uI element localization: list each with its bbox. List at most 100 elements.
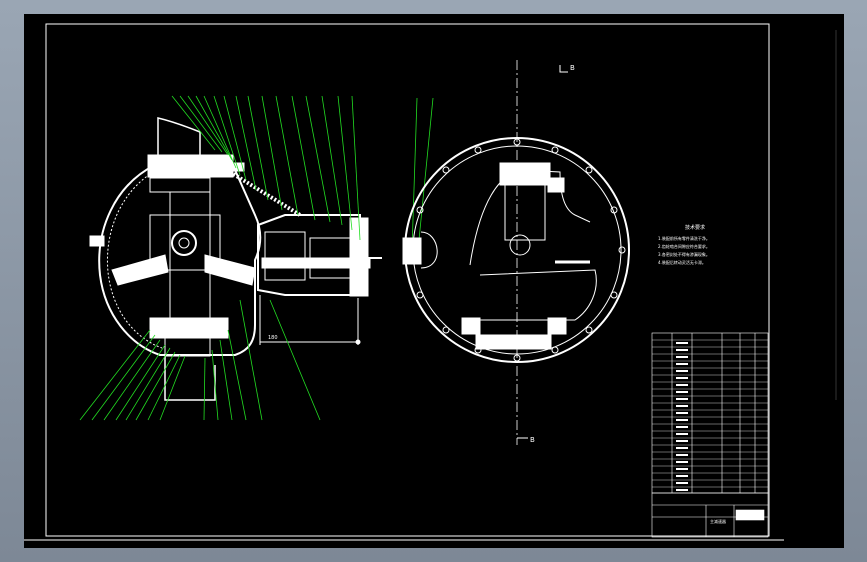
parts-table-frame	[651, 332, 769, 494]
housing-inner	[106, 167, 163, 349]
bolt-hole	[442, 326, 450, 334]
table-cell-mark	[676, 370, 688, 372]
lower-bearing	[164, 337, 211, 357]
section-marker-top: B	[570, 64, 575, 72]
top-right-lug	[547, 177, 565, 193]
leader-line	[305, 95, 331, 223]
table-cell-mark	[676, 461, 688, 463]
leader-line	[261, 95, 283, 211]
title-block	[651, 492, 769, 538]
upper-shaft	[157, 117, 201, 161]
dim-label: 180	[268, 335, 278, 341]
section-arrow-top	[559, 65, 568, 73]
parts-list	[651, 332, 769, 494]
bolt-hole	[551, 146, 559, 154]
table-cell-mark	[676, 391, 688, 393]
drawing-border	[45, 23, 770, 537]
title-stamp	[735, 509, 765, 521]
diff-pin	[178, 237, 190, 249]
leader-line	[115, 344, 166, 421]
tech-note: 4.装配后转动灵活无卡滞。	[658, 259, 706, 265]
leader-line	[227, 329, 247, 421]
table-cell-mark	[676, 419, 688, 421]
bolt-hole	[416, 206, 424, 214]
leader-line	[179, 95, 223, 153]
bolt-hole	[585, 326, 593, 334]
pinion-housing	[504, 184, 546, 241]
left-bolt	[89, 235, 105, 247]
table-cell-mark	[676, 398, 688, 400]
lower-shaft	[164, 356, 216, 401]
leader-line	[239, 299, 263, 421]
tech-note: 3.各密封处不得有渗漏现象。	[658, 251, 710, 257]
left-boss	[402, 237, 422, 265]
title-block-frame	[651, 492, 769, 538]
leader-line	[203, 95, 237, 169]
leader-line	[187, 95, 229, 156]
leader-line	[219, 339, 233, 421]
bottom-right-lug	[547, 317, 567, 335]
table-cell-mark	[676, 433, 688, 435]
leader-line	[275, 95, 299, 216]
section-marker-bottom: B	[530, 436, 535, 444]
leader-line	[247, 95, 269, 201]
leader-line	[291, 95, 316, 221]
top-gear-block	[499, 162, 551, 186]
table-cell-mark	[676, 412, 688, 414]
bolt-hole	[551, 346, 559, 354]
input-bearing-1	[264, 231, 306, 281]
bolt-hole	[618, 246, 626, 254]
leader-line	[417, 97, 434, 251]
leader-line	[321, 95, 343, 226]
table-cell-mark	[676, 356, 688, 358]
table-cell-mark	[676, 363, 688, 365]
table-cell-mark	[676, 468, 688, 470]
leader-line	[351, 95, 361, 241]
lower-gear	[149, 317, 229, 339]
upper-bearing	[149, 177, 211, 193]
section-view-left	[89, 117, 382, 401]
table-cell-mark	[676, 482, 688, 484]
leader-line	[223, 95, 247, 181]
bottom-left-lug	[461, 317, 481, 335]
leader-line	[269, 299, 321, 421]
bolt-hole	[474, 146, 482, 154]
table-cell-mark	[676, 454, 688, 456]
tech-note: 2.齿轮啮合间隙应符合要求。	[658, 243, 710, 249]
center-shaft	[169, 191, 211, 323]
leader-line	[135, 351, 176, 421]
leader-line	[171, 95, 216, 151]
upper-gear	[147, 154, 234, 178]
bottom-gear-block	[475, 334, 552, 350]
bolt-hole	[610, 291, 618, 299]
tech-note: 1.装配前所有零件清洗干净。	[658, 235, 710, 241]
leader-line	[411, 97, 418, 251]
diff-case	[149, 214, 221, 271]
pinion-hole	[509, 234, 531, 256]
table-cell-mark	[676, 426, 688, 428]
input-flange	[349, 217, 369, 297]
interior-profile-2	[470, 269, 597, 321]
leader-line	[337, 95, 353, 231]
table-cell-mark	[676, 489, 688, 491]
table-cell-mark	[676, 349, 688, 351]
leader-line	[147, 354, 181, 421]
bolt-hole	[442, 166, 450, 174]
parts-table-rows	[652, 339, 768, 491]
input-housing	[257, 214, 361, 296]
dim-point	[355, 339, 361, 345]
leader-line	[103, 339, 161, 421]
tech-notes-title: 技术要求	[685, 224, 705, 231]
leader-line	[195, 95, 233, 161]
bolt-hole	[416, 291, 424, 299]
right-gear-tooth	[204, 254, 256, 286]
drawing-title: 主减速器	[710, 518, 726, 524]
table-cell-mark	[676, 405, 688, 407]
input-shaft	[261, 257, 371, 269]
housing-outline	[98, 163, 262, 356]
table-cell-mark	[676, 384, 688, 386]
leader-line	[213, 95, 241, 176]
end-view-right	[402, 137, 630, 363]
leader-line	[91, 334, 156, 421]
